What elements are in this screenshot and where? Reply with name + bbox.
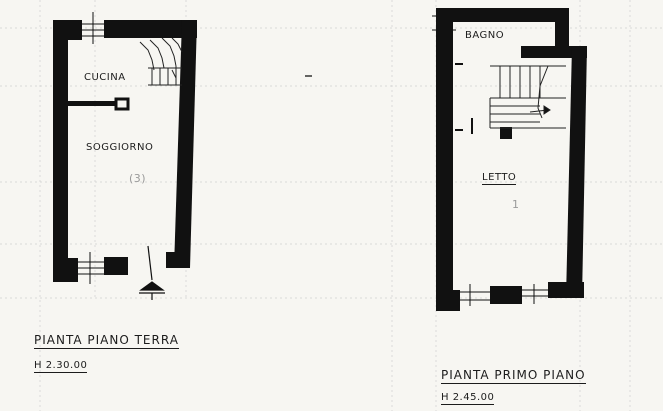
- first-floor-walls: [436, 8, 587, 311]
- ground-floor-title: PIANTA PIANO TERRA: [34, 333, 179, 349]
- ground-partition: [68, 97, 130, 111]
- first-bottom-windows: [460, 284, 548, 306]
- first-floor-title: PIANTA PRIMO PIANO: [441, 368, 586, 384]
- pencil-note-first: 1: [512, 198, 520, 211]
- ground-top-window: [82, 12, 104, 44]
- ground-entrance-symbol: [139, 245, 165, 300]
- first-floor-plan: [432, 8, 587, 311]
- ground-bottom-window: [78, 252, 104, 284]
- first-floor-height: H 2.45.00: [441, 392, 495, 405]
- first-staircase: [489, 65, 566, 129]
- ground-floor-height: H 2.30.00: [34, 360, 88, 373]
- room-label-bath: BAGNO: [465, 30, 505, 41]
- first-top-window: [432, 8, 456, 40]
- room-label-living: SOGGIORNO: [86, 142, 154, 153]
- pencil-note-ground: (3): [129, 172, 147, 185]
- ground-staircase: [139, 37, 183, 86]
- ground-floor-walls: [53, 20, 197, 282]
- room-label-kitchen: CUCINA: [84, 72, 126, 83]
- room-label-bedroom: LETTO: [482, 172, 517, 185]
- ground-floor-plan: [53, 12, 197, 300]
- first-wall-ticks: [455, 63, 473, 134]
